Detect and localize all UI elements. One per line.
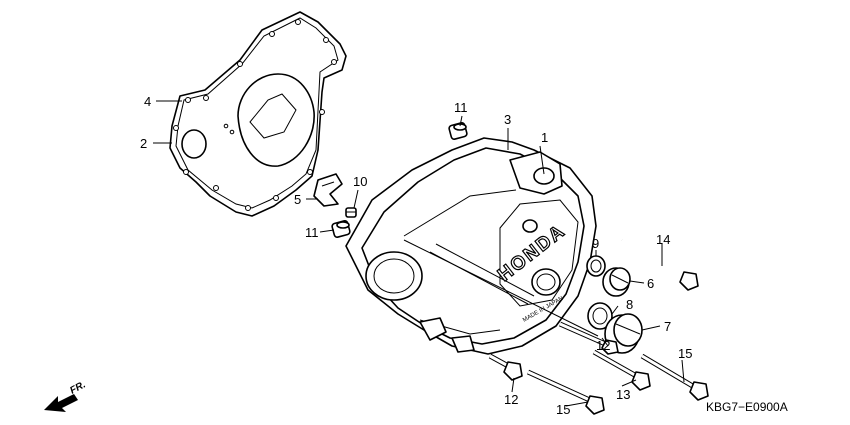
callout-10: 10 (353, 174, 367, 189)
dowel-pin-lower (331, 220, 351, 238)
callout-5: 5 (294, 192, 301, 207)
bolt-12-lower (488, 353, 523, 381)
callout-14: 14 (656, 232, 670, 247)
bolt-15-right (640, 353, 709, 401)
callout-labels: 1 2 3 4 5 6 7 8 9 10 11 11 12 12 13 14 1… (140, 94, 692, 417)
dowel-pin-upper (448, 122, 468, 140)
callout-7: 7 (664, 319, 671, 334)
callout-15-right: 15 (678, 346, 692, 361)
leader-lines (153, 100, 685, 407)
callout-6: 6 (647, 276, 654, 291)
callout-2: 2 (140, 136, 147, 151)
small-bolt-part (345, 207, 357, 218)
callout-8: 8 (626, 297, 633, 312)
cap-6 (602, 267, 631, 297)
bracket-part (313, 173, 343, 207)
callout-4: 4 (144, 94, 151, 109)
callout-3: 3 (504, 112, 511, 127)
callout-12-upper: 12 (596, 338, 610, 353)
callout-1: 1 (541, 130, 548, 145)
bolt-14 (621, 238, 699, 291)
diagram-code: KBG7−E0900A (706, 400, 788, 414)
front-direction-label: FR. (68, 379, 87, 396)
callout-11-upper: 11 (454, 100, 468, 115)
front-direction-arrow: FR. (44, 379, 88, 412)
o-ring-8 (587, 302, 613, 330)
cap-7 (604, 313, 643, 354)
callout-11-lower: 11 (305, 225, 319, 240)
callout-15-lower: 15 (556, 402, 570, 417)
gasket-part (169, 11, 347, 217)
bolt-15-lower (526, 369, 605, 415)
crankcase-cover-part: HONDA MADE IN JAPAN (345, 137, 597, 355)
callout-9: 9 (592, 236, 599, 251)
bolt-13 (592, 349, 651, 391)
o-ring-9 (586, 255, 606, 277)
callout-13: 13 (616, 387, 630, 402)
callout-12-lower: 12 (504, 392, 518, 407)
